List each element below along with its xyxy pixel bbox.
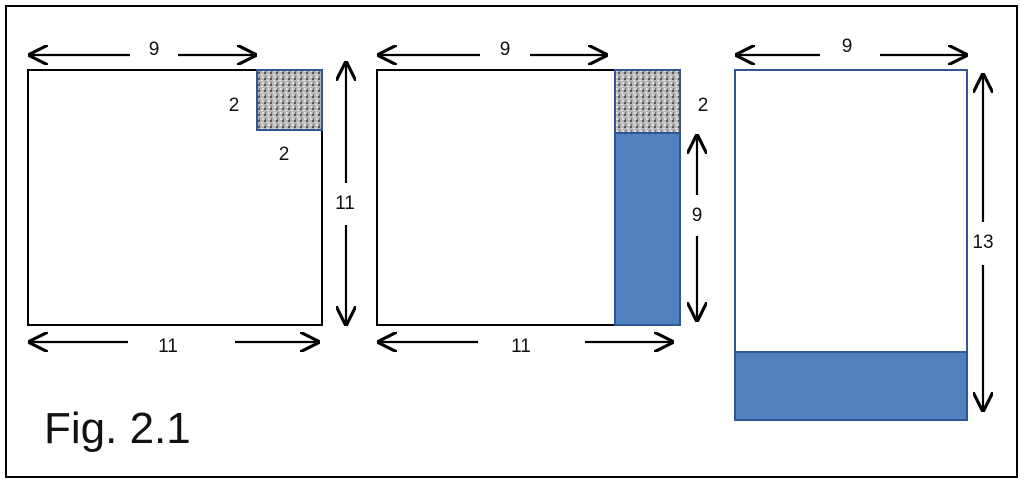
small-square <box>614 69 681 134</box>
panel-3: 9 13 <box>734 36 994 421</box>
label-top-width: 9 <box>842 36 853 57</box>
label-square-side: 2 <box>698 95 709 116</box>
blue-strip <box>614 132 681 326</box>
label-bottom-width: 11 <box>511 336 531 357</box>
label-bottom-width: 11 <box>158 336 178 357</box>
label-height: 11 <box>335 193 355 214</box>
figure-caption: Fig. 2.1 <box>44 404 191 453</box>
label-strip-height: 9 <box>692 205 703 226</box>
panel-2: 9 2 9 11 <box>376 39 709 357</box>
label-square-bottom: 2 <box>279 144 290 165</box>
small-square <box>256 69 323 131</box>
blue-bottom-block <box>734 351 968 421</box>
label-top-width: 9 <box>500 39 511 60</box>
label-height: 13 <box>972 232 993 253</box>
panel-1: 9 2 2 11 11 <box>27 39 355 357</box>
label-square-left: 2 <box>229 95 240 116</box>
label-top-width: 9 <box>149 39 160 60</box>
